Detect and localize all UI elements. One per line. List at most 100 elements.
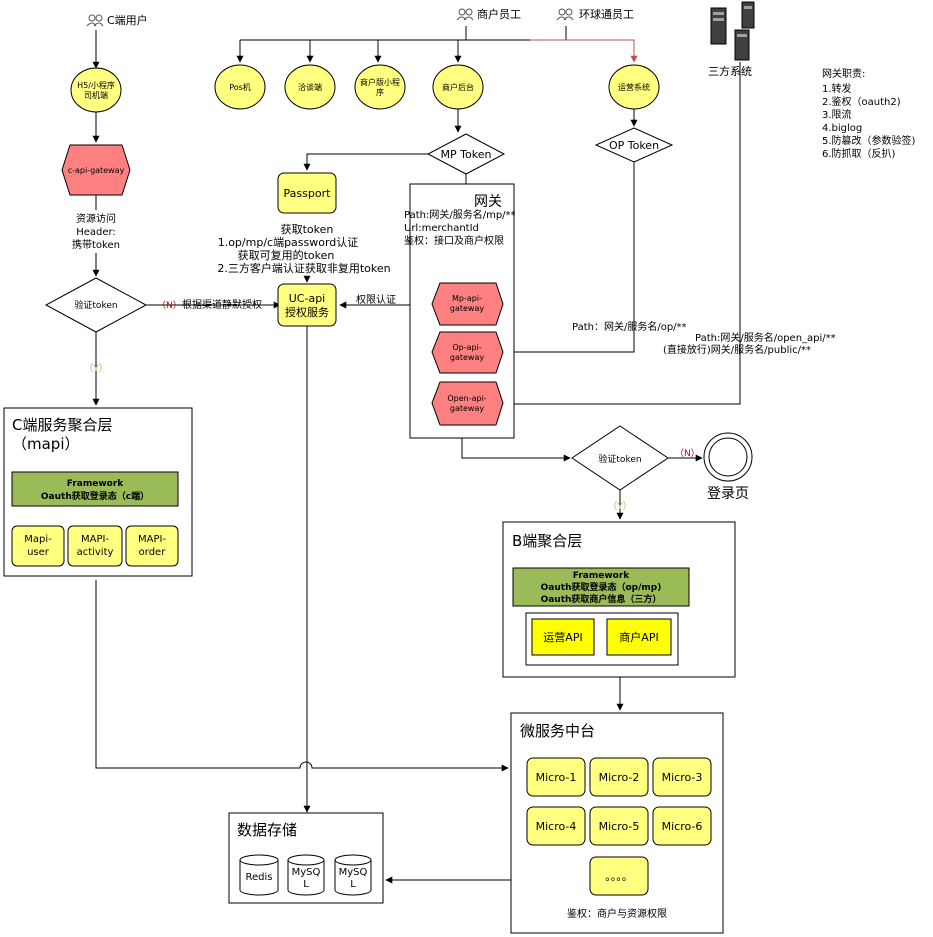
micro-item: Micro-2 <box>589 757 649 797</box>
gateway-duty-item: 3.限流 <box>822 108 852 121</box>
permission-auth-label: 权限认证 <box>356 293 396 306</box>
storage-title: 数据存储 <box>237 821 297 839</box>
c-user-actor: C端用户 <box>86 13 148 27</box>
svg-text:Micro-2: Micro-2 <box>599 771 640 784</box>
svg-text:user: user <box>27 547 50 558</box>
micro-title: 微服务中台 <box>520 722 595 740</box>
resource-access-note: Header: <box>76 227 116 238</box>
login-page-node <box>703 432 753 482</box>
gateway-title: 网关 <box>474 194 502 210</box>
passport-box: Passport <box>277 172 337 214</box>
static-auth-note: 根据渠道静默授权 <box>182 298 262 311</box>
open-path-note: (直接放行)网关/服务名/public/** <box>663 343 811 356</box>
op-token-diamond: OP Token <box>594 127 674 163</box>
mapi-title: C端服务聚合层 <box>12 416 112 434</box>
client-h5: H5/小程序 司机端 <box>70 67 122 113</box>
client-pos: Pos机 <box>214 64 266 110</box>
resource-access-note: 资源访问 <box>76 212 116 225</box>
passport-note: 2.三方客户端认证获取非复用token <box>217 261 390 275</box>
svg-text:授权服务: 授权服务 <box>285 305 329 319</box>
svg-text:。。。。: 。。。。 <box>605 870 633 883</box>
users-icon <box>556 8 574 21</box>
mapi-framework <box>11 471 179 507</box>
mapi-layer: C端服务聚合层 （mapi） Framework Oauth获取登录态（c端） … <box>3 407 193 577</box>
data-storage: 数据存储 Redis MySQ L MySQ L <box>228 812 384 904</box>
svg-text:商户后台: 商户后台 <box>442 82 474 92</box>
gateway-note: Path:网关/服务名/mp/** <box>404 208 516 221</box>
svg-text:Micro-3: Micro-3 <box>662 771 703 784</box>
passport-note: 获取可复用的token <box>238 248 335 262</box>
svg-text:序: 序 <box>376 87 384 97</box>
gateway-duty-item: 4.biglog <box>822 123 862 134</box>
client-merchant-backend: 商户后台 <box>432 64 484 110</box>
micro-item: Micro-3 <box>652 757 712 797</box>
svg-text:运营API: 运营API <box>543 630 582 644</box>
svg-text:gateway: gateway <box>450 353 484 362</box>
svg-text:Micro-5: Micro-5 <box>599 820 640 833</box>
svg-text:Redis: Redis <box>246 872 273 883</box>
svg-text:Framework: Framework <box>573 571 631 581</box>
svg-text:洽谈端: 洽谈端 <box>298 82 322 92</box>
svg-text:Pos机: Pos机 <box>229 82 251 92</box>
users-icon <box>86 14 104 27</box>
micro-item: Micro-4 <box>526 806 586 846</box>
mapi-module-order: MAPI- order <box>125 525 179 567</box>
svg-text:gateway: gateway <box>450 304 484 313</box>
svg-text:MAPI-: MAPI- <box>138 534 166 545</box>
verify-token-right: 验证token <box>571 425 669 491</box>
micro-item: Micro-1 <box>526 757 586 797</box>
svg-text:MP Token: MP Token <box>441 148 492 161</box>
gateway-note: 鉴权：接口及商户权限 <box>404 234 504 247</box>
b-layer-framework <box>512 567 690 607</box>
op-path-note: Path：网关/服务名/op/** <box>572 320 687 333</box>
yes-label: （Y） <box>84 363 108 374</box>
open-api-gateway: Open-api- gateway <box>431 381 504 426</box>
login-page-label: 登录页 <box>707 486 749 502</box>
mp-token-diamond: MP Token <box>426 133 506 175</box>
svg-text:验证token: 验证token <box>598 453 641 465</box>
merchant-api: 商户API <box>606 618 672 656</box>
third-party-label: 三方系统 <box>708 64 752 78</box>
micro-platform: 微服务中台 Micro-1 Micro-2 Micro-3 Micro-4 Mi… <box>510 712 724 934</box>
b-layer: B端聚合层 Framework Oauth获取登录态（op/mp) Oauth获… <box>502 521 736 678</box>
gateway-duty-item: 5.防篡改（参数验签) <box>822 134 916 147</box>
c-api-gateway: c-api-gateway <box>61 144 131 196</box>
gateway-duty-item: 6.防抓取（反扒) <box>822 147 896 160</box>
svg-text:Passport: Passport <box>284 187 332 200</box>
users-icon <box>456 8 474 21</box>
open-path-note: Path:网关/服务名/open_api/** <box>695 331 836 344</box>
no-label: （N） <box>675 448 700 459</box>
arrow-mp-to-passport <box>303 153 428 171</box>
micro-note: 鉴权：商户与资源权限 <box>567 907 667 920</box>
svg-text:商户版小程: 商户版小程 <box>360 77 400 87</box>
svg-text:order: order <box>139 547 167 558</box>
svg-text:Oauth获取商户信息（三方）: Oauth获取商户信息（三方） <box>541 593 662 605</box>
mysql-db: MySQ L <box>287 854 325 896</box>
gateway-duty-item: 1.转发 <box>822 82 852 95</box>
svg-text:MAPI-: MAPI- <box>81 534 109 545</box>
svg-text:Mp-api-: Mp-api- <box>452 294 482 303</box>
mp-api-gateway: Mp-api- gateway <box>431 282 504 326</box>
ops-api: 运营API <box>531 618 595 656</box>
svg-text:Open-api-: Open-api- <box>447 394 486 403</box>
b-layer-title: B端聚合层 <box>512 532 582 550</box>
server-icon <box>710 1 755 61</box>
micro-item: 。。。。 <box>589 856 649 896</box>
yes-label: （Y） <box>608 501 632 512</box>
merchant-staff-actor: 商户员工 <box>456 7 521 21</box>
svg-text:gateway: gateway <box>450 404 484 413</box>
svg-text:UC-api: UC-api <box>289 292 325 305</box>
arrow-to-ops-system <box>530 39 638 63</box>
op-api-gateway: Op-api- gateway <box>431 331 504 374</box>
mapi-module-activity: MAPI- activity <box>67 525 123 567</box>
svg-text:MySQ: MySQ <box>339 867 368 878</box>
arrow-op-to-opgateway <box>507 162 635 356</box>
client-pad: 洽谈端 <box>284 64 336 110</box>
svg-text:activity: activity <box>77 547 114 558</box>
no-label: （N） <box>157 300 182 311</box>
client-ops-system: 运营系统 <box>608 64 660 110</box>
mysql-db: MySQ L <box>334 854 372 896</box>
mapi-subtitle: （mapi） <box>12 435 80 453</box>
